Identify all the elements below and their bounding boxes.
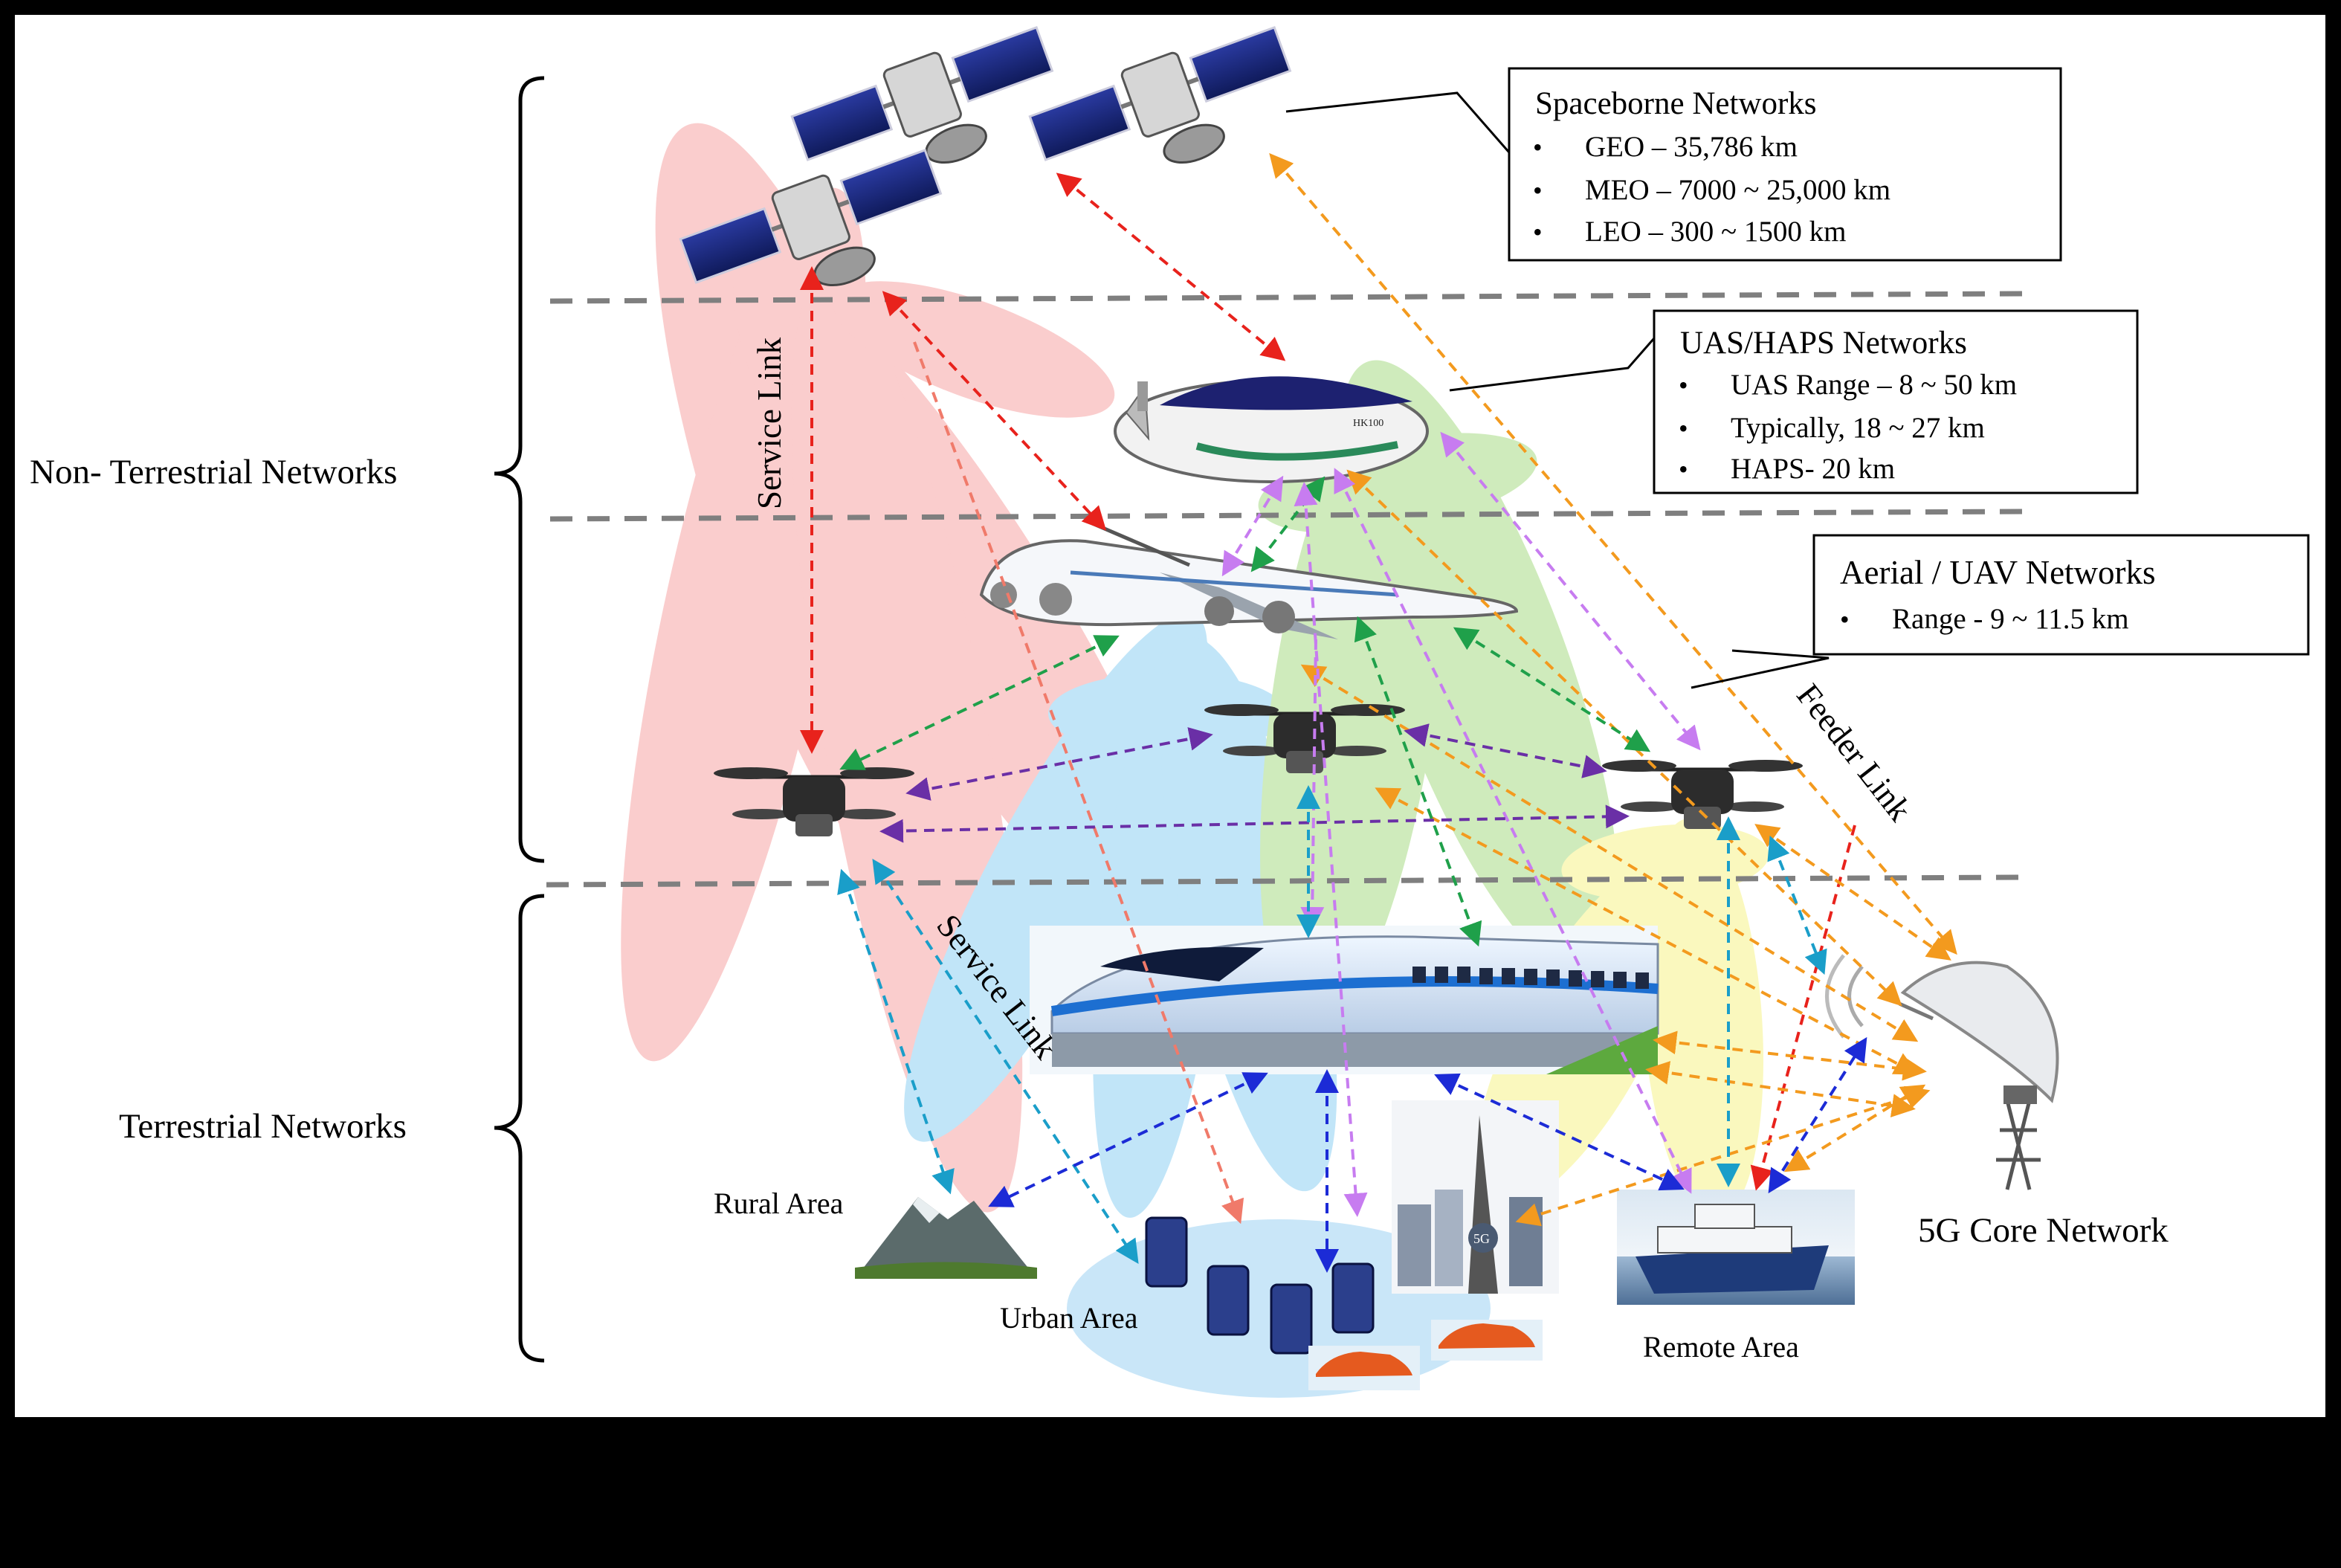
drone-left <box>714 767 914 836</box>
uas-haps-item: UAS Range – 8 ~ 50 km <box>1731 369 2017 401</box>
bullet: • <box>1679 454 1688 484</box>
arrow-drone-center-right <box>1404 723 1607 778</box>
bullet-train <box>1030 926 1659 1074</box>
aerial-uav-box: Aerial / UAV Networks • Range - 9 ~ 11.5… <box>1812 534 2310 656</box>
arrow-drone-right-dish <box>1767 835 1827 975</box>
aerial-uav-title: Aerial / UAV Networks <box>1840 554 2156 591</box>
satellite-2 <box>1028 26 1292 164</box>
bullet: • <box>1533 132 1543 162</box>
callout-leaders <box>1285 91 1830 689</box>
uas-haps-title: UAS/HAPS Networks <box>1680 326 1967 361</box>
uas-haps-box: UAS/HAPS Networks • UAS Range – 8 ~ 50 k… <box>1653 309 2139 494</box>
arrow-sat2-haps <box>1056 172 1286 361</box>
link-arrows <box>800 152 1957 1273</box>
haps-mark: HK100 <box>1353 418 1383 429</box>
arrow-haps-urban <box>1294 482 1368 1217</box>
arrow-ship-dish <box>1768 1036 1867 1194</box>
urban-area-label: Urban Area <box>1000 1301 1138 1335</box>
rural-area-label: Rural Area <box>714 1187 844 1220</box>
cars <box>1308 1320 1543 1390</box>
uas-haps-item: Typically, 18 ~ 27 km <box>1731 412 1985 444</box>
service-link-vertical-label: Service Link <box>751 337 788 509</box>
bullet: • <box>1533 175 1543 205</box>
arrow-airplane-drone-left <box>839 635 1120 770</box>
bracket-terrestrial <box>494 894 545 1363</box>
arrow-drone-left-center <box>905 727 1213 801</box>
arrow-drone-left-urban <box>872 858 1139 1265</box>
arrow-sat3-airplane <box>882 291 1107 531</box>
aerial-uav-item: Range - 9 ~ 11.5 km <box>1892 603 2129 635</box>
satellite-3 <box>679 149 943 287</box>
smartphones <box>1145 1216 1375 1355</box>
city-5g-tower: 5G <box>1392 1100 1559 1294</box>
leader-spaceborne <box>1285 91 1511 153</box>
arrow-train-rural <box>988 1072 1268 1207</box>
tower-mark: 5G <box>1473 1231 1490 1246</box>
non-terrestrial-label: Non- Terrestrial Networks <box>30 453 397 491</box>
bullet: • <box>1840 604 1850 634</box>
remote-ship <box>1617 1190 1855 1305</box>
spaceborne-title: Spaceborne Networks <box>1535 86 1817 121</box>
spaceborne-item: GEO – 35,786 km <box>1585 131 1798 163</box>
leader-uas-haps <box>1449 338 1656 392</box>
uas-haps-item: HAPS- 20 km <box>1731 453 1895 485</box>
satellite-1 <box>790 26 1054 164</box>
bullet: • <box>1533 217 1543 247</box>
bullet: • <box>1679 370 1688 400</box>
remote-area-label: Remote Area <box>1643 1330 1799 1364</box>
terrestrial-label: Terrestrial Networks <box>119 1107 407 1146</box>
bracket-non-terrestrial <box>494 76 545 863</box>
spaceborne-item: MEO – 7000 ~ 25,000 km <box>1585 174 1890 206</box>
core-network-label: 5G Core Network <box>1918 1211 2169 1250</box>
leader-aerial <box>1691 649 1830 689</box>
layer-brackets <box>494 76 545 1363</box>
arrow-train-ship <box>1434 1073 1685 1191</box>
spaceborne-item: LEO – 300 ~ 1500 km <box>1585 216 1847 248</box>
spaceborne-box: Spaceborne Networks • GEO – 35,786 km • … <box>1508 67 2062 262</box>
bullet: • <box>1679 413 1688 443</box>
arrow-drone-left-right <box>879 804 1630 843</box>
